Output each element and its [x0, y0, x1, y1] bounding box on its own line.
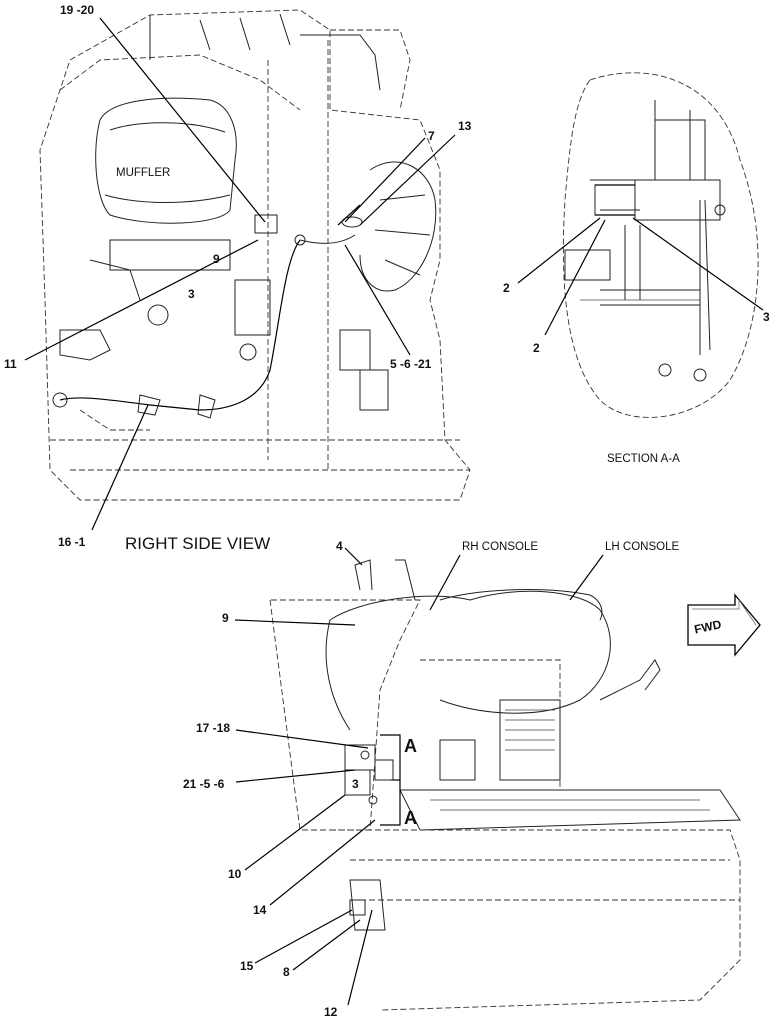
- callout-5-6-21: 5 -6 -21: [390, 357, 432, 371]
- callout-13: 13: [458, 119, 472, 133]
- section-callout-3: 3: [763, 310, 770, 324]
- console-view-drawing: [269, 559, 741, 1011]
- fwd-arrow-icon: [687, 593, 761, 657]
- callout-4: 4: [336, 539, 343, 553]
- lh-console-label: LH CONSOLE: [605, 541, 679, 553]
- right-side-view-drawing: [39, 9, 471, 501]
- section-callout-2-upper: 2: [503, 281, 510, 295]
- section-a-a-title: SECTION A-A: [607, 453, 680, 465]
- callout-16-1: 16 -1: [58, 535, 86, 549]
- leader-lines: [24, 17, 764, 1006]
- callout-10: 10: [228, 867, 242, 881]
- callout-7: 7: [428, 129, 435, 143]
- callout-19-20: 19 -20: [60, 3, 94, 17]
- callout-14: 14: [253, 903, 267, 917]
- right-side-view-title: RIGHT SIDE VIEW: [125, 534, 270, 553]
- callout-9: 9: [222, 611, 229, 625]
- section-a-a-drawing: [562, 72, 759, 418]
- fwd-label: FWD: [693, 617, 723, 636]
- callout-17-18: 17 -18: [196, 721, 230, 735]
- section-callout-2-lower: 2: [533, 341, 540, 355]
- callout-3-inline-bottom: 3: [352, 777, 359, 791]
- callout-15: 15: [240, 959, 254, 973]
- callout-3-inline: 3: [188, 287, 195, 301]
- callout-11: 11: [4, 357, 17, 371]
- section-mark-a-lower: A: [404, 808, 417, 828]
- callout-9-inline: 9: [213, 252, 220, 266]
- muffler-label: MUFFLER: [116, 167, 170, 179]
- callout-21-5-6: 21 -5 -6: [183, 777, 225, 791]
- callout-12: 12: [324, 1005, 338, 1019]
- section-mark-a-upper: A: [404, 736, 417, 756]
- callout-8: 8: [283, 965, 290, 979]
- rh-console-label: RH CONSOLE: [462, 541, 538, 553]
